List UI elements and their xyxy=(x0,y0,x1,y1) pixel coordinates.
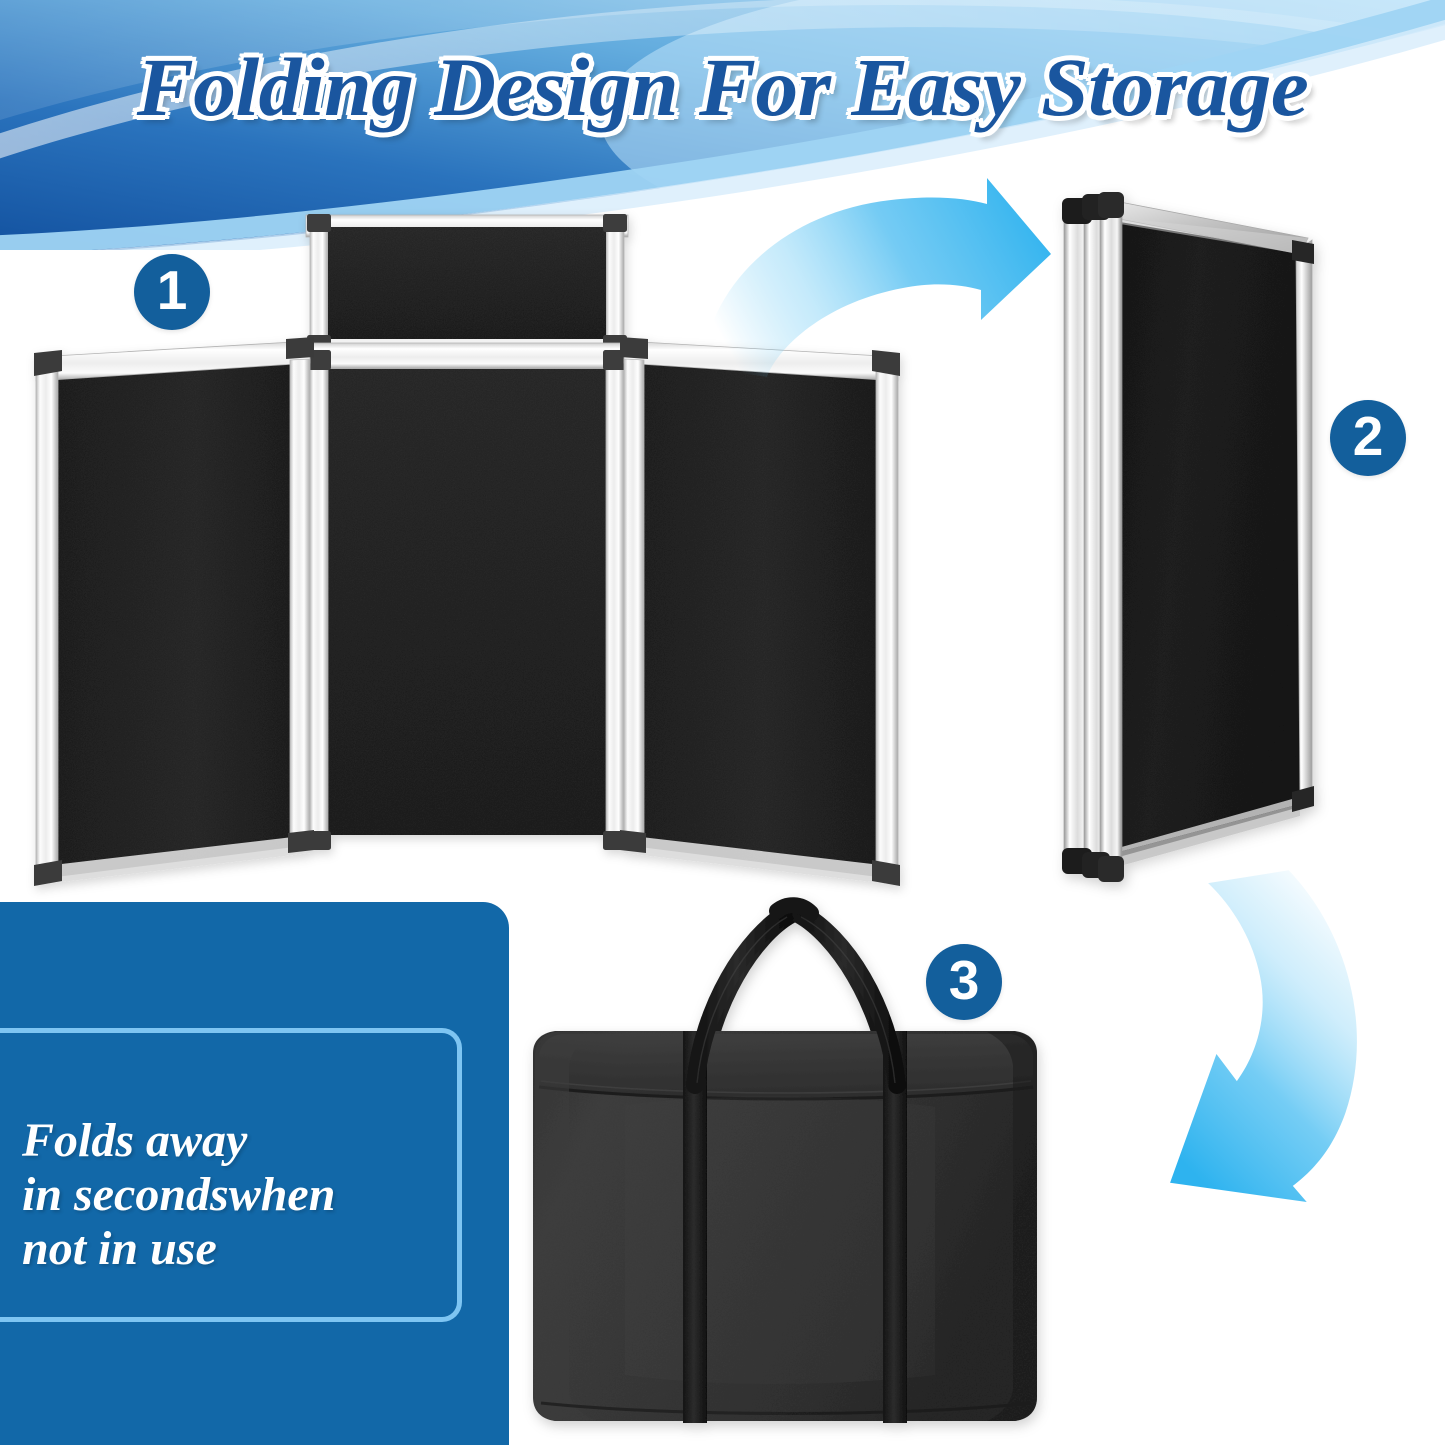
step-badge-3: 3 xyxy=(926,944,1002,1020)
info-callout-panel: Folds away in secondswhen not in use xyxy=(0,902,509,1445)
board-left-panel xyxy=(34,337,314,886)
board-right-panel xyxy=(620,337,900,886)
folded-spine-tubes xyxy=(1063,203,1123,873)
folded-display-board-image xyxy=(1062,192,1314,882)
board-header-panel xyxy=(305,214,629,353)
step-badge-1-number: 1 xyxy=(156,259,188,321)
info-line-3: not in use xyxy=(22,1222,217,1276)
info-line-1: Folds away xyxy=(22,1114,248,1167)
bag-handle-front xyxy=(686,904,906,1094)
board-center-panel xyxy=(305,342,629,850)
banner-background-graphic xyxy=(0,0,1445,250)
step-badge-2-number: 2 xyxy=(1352,405,1384,467)
info-panel-text: Folds away in secondswhen not in use xyxy=(22,1114,492,1277)
open-display-board-image xyxy=(34,214,900,886)
step-badge-2: 2 xyxy=(1330,400,1406,476)
bag-body xyxy=(533,1031,1037,1421)
arrow-step1-to-step2 xyxy=(701,178,1051,377)
carrying-bag-image xyxy=(533,897,1037,1423)
header-banner: Folding Design For Easy Storage xyxy=(0,0,1445,250)
info-panel-border xyxy=(0,1028,462,1322)
step-badge-1: 1 xyxy=(134,254,210,330)
info-line-2: in secondswhen xyxy=(22,1168,336,1222)
bag-front-straps xyxy=(683,1031,907,1423)
page-title: Folding Design For Easy Storage xyxy=(136,41,1309,133)
arrow-step2-to-step3 xyxy=(1170,870,1357,1202)
step-badge-3-number: 3 xyxy=(948,949,980,1011)
